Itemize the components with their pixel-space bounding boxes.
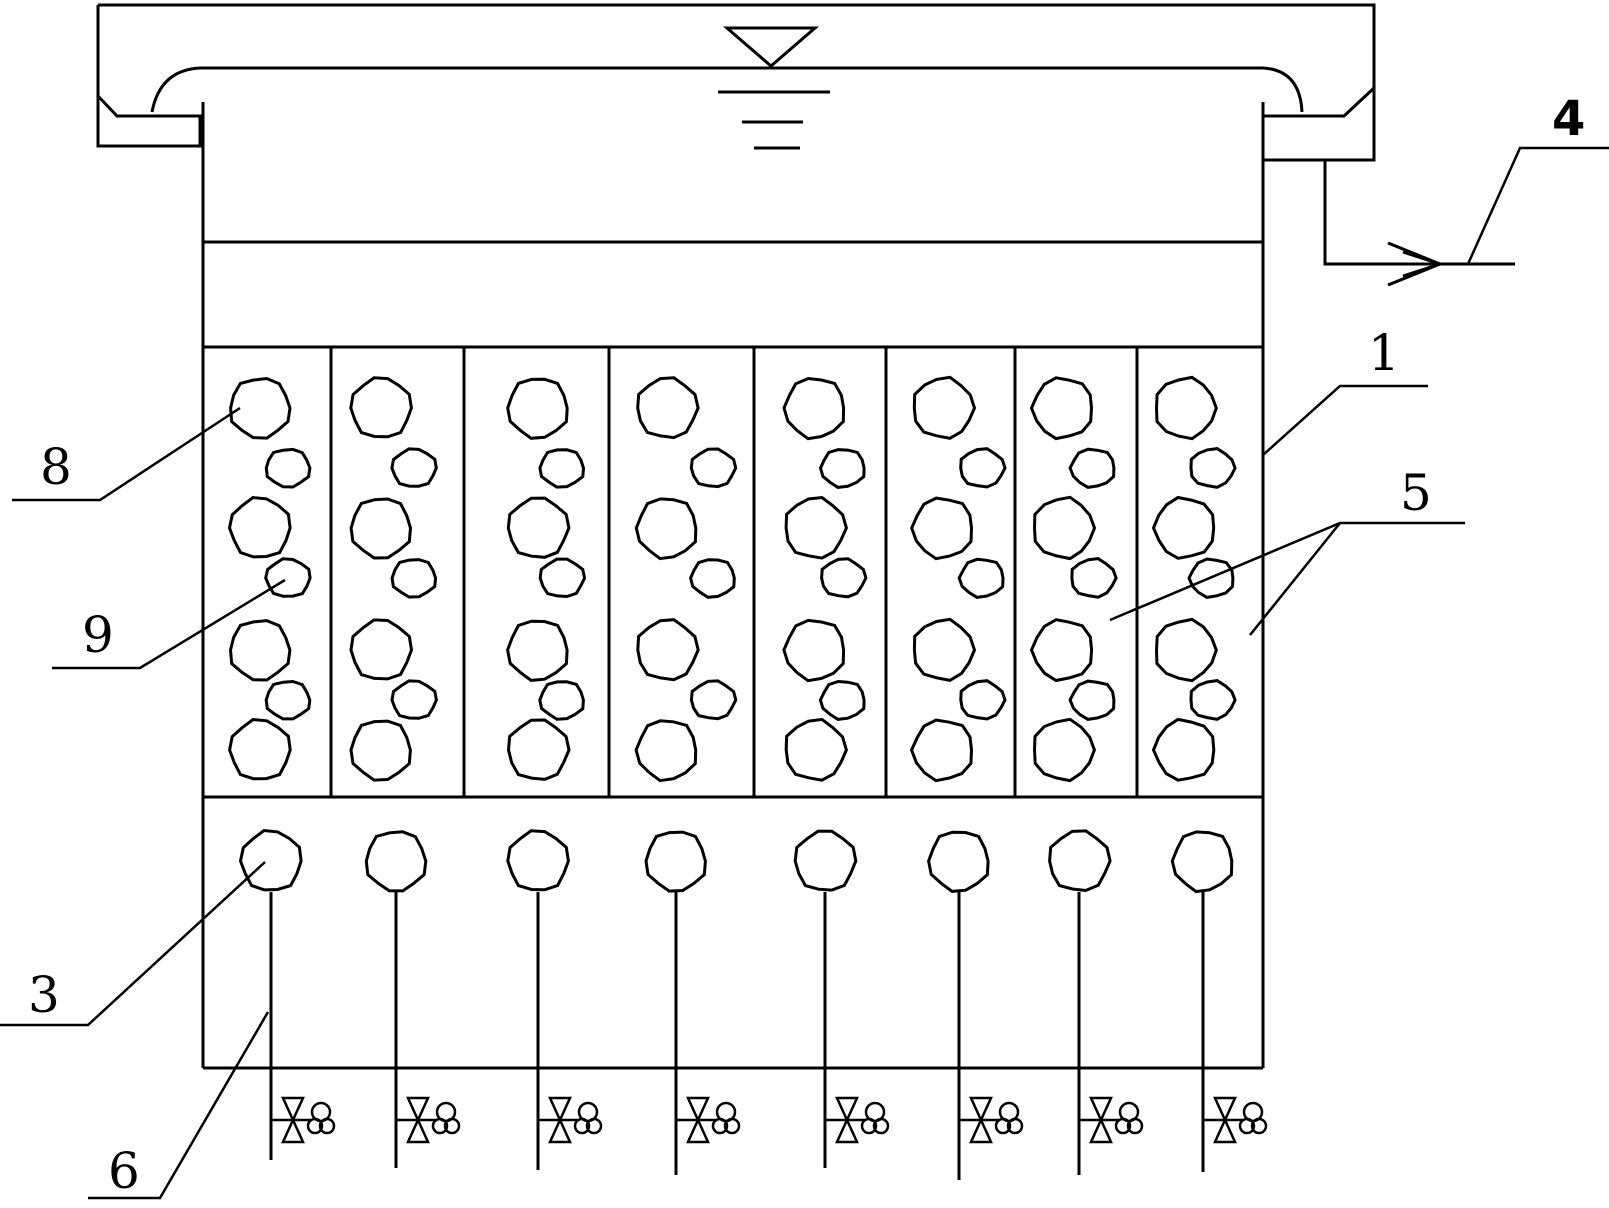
media-large	[636, 618, 700, 682]
aerator-diffuser	[506, 829, 570, 892]
media-large	[349, 719, 412, 782]
media-small	[689, 447, 738, 489]
valve-icon	[676, 1096, 741, 1144]
aerator-diffuser	[238, 828, 303, 892]
media-small	[538, 557, 587, 599]
media-small	[264, 557, 312, 598]
aerator-row	[238, 828, 1268, 1180]
media-large	[506, 619, 569, 682]
aerator-diffuser	[793, 829, 858, 892]
media-large	[349, 618, 414, 681]
media-small	[1070, 557, 1118, 599]
valve-icon	[396, 1096, 461, 1144]
media-small	[264, 447, 312, 489]
media-large	[912, 617, 977, 682]
media-large	[506, 718, 571, 781]
media-small	[959, 447, 1007, 489]
media-small	[1189, 447, 1237, 489]
media-large	[228, 718, 292, 781]
media-small	[957, 557, 1005, 599]
label-9: 9	[82, 606, 114, 664]
media-large	[506, 377, 569, 440]
media-large	[1029, 618, 1094, 683]
valve-icon	[1079, 1096, 1144, 1144]
media-small	[390, 558, 438, 599]
media-small	[538, 680, 585, 721]
label-5: 5	[1400, 464, 1432, 522]
valve-icon	[1203, 1096, 1268, 1144]
media-large	[349, 376, 413, 439]
media-large	[229, 376, 292, 440]
media-small	[390, 447, 438, 488]
media-large	[349, 497, 413, 560]
media-large	[1032, 717, 1097, 783]
valve-icon	[959, 1096, 1024, 1144]
media-large	[1032, 495, 1097, 561]
media-small	[1187, 557, 1235, 599]
media-small	[1068, 447, 1116, 489]
media-large	[227, 495, 292, 559]
media-small	[538, 448, 586, 489]
media-large	[784, 495, 848, 560]
media-small	[818, 448, 866, 489]
media-large	[634, 719, 698, 783]
media-large	[636, 376, 700, 440]
leader-lines	[0, 146, 1609, 1200]
media-large	[784, 717, 848, 782]
valve-icon	[825, 1096, 890, 1144]
valve-icon	[538, 1096, 603, 1144]
media-small	[689, 558, 736, 599]
label-3: 3	[28, 966, 60, 1024]
media-large	[909, 718, 974, 783]
water-level-symbol	[718, 26, 830, 150]
media-large	[910, 496, 974, 561]
media-large	[1154, 617, 1218, 683]
aerator-diffuser	[364, 830, 428, 893]
media-small	[689, 679, 738, 721]
label-4: 4	[1552, 91, 1585, 147]
media-small	[818, 679, 866, 721]
media-large	[782, 618, 846, 683]
media-large	[228, 619, 292, 682]
filter-columns	[227, 347, 1237, 797]
tank-body	[201, 102, 1265, 1070]
media-large	[506, 496, 571, 559]
media-large	[912, 375, 977, 440]
media-small	[390, 679, 438, 720]
effluent-outlet	[1323, 160, 1515, 287]
label-6: 6	[108, 1142, 140, 1200]
media-small	[1068, 679, 1116, 721]
valve-icon	[271, 1096, 336, 1144]
media-small	[264, 679, 312, 721]
media-small	[820, 557, 868, 599]
label-8: 8	[40, 438, 72, 496]
media-large	[782, 376, 846, 441]
media-large	[1154, 375, 1218, 441]
media-large	[1151, 717, 1216, 782]
aerator-diffuser	[927, 830, 990, 893]
media-large	[1151, 495, 1216, 560]
media-large	[1029, 376, 1094, 441]
media-small	[1189, 679, 1237, 721]
aerator-diffuser	[1048, 829, 1112, 893]
aerator-diffuser	[644, 830, 707, 893]
media-small	[959, 679, 1007, 721]
label-1: 1	[1368, 324, 1400, 382]
aerator-diffuser	[1170, 830, 1234, 894]
media-large	[634, 497, 698, 561]
